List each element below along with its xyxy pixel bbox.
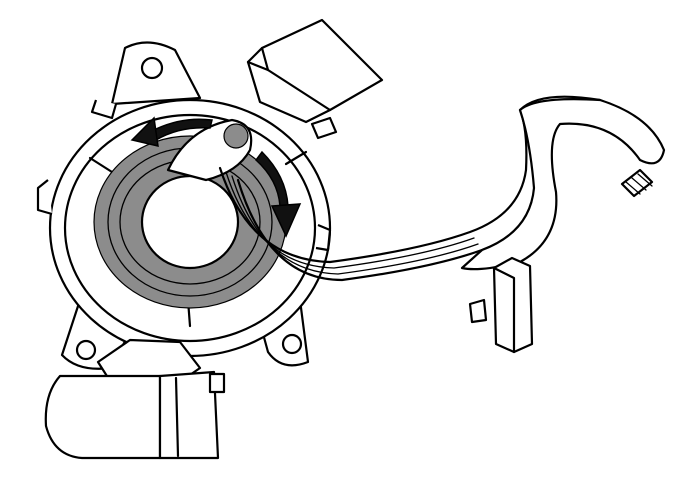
- arrow-head-clockwise: [270, 203, 302, 238]
- stud-thread-3: [637, 173, 653, 187]
- lower-connector-seam: [174, 376, 180, 458]
- lower-connector-shell: [44, 374, 162, 460]
- lower-right-mounting-ear: [260, 298, 310, 367]
- hub-lug-pin: [223, 123, 249, 149]
- rim-notch-left: [88, 156, 114, 174]
- threaded-stud: [620, 168, 654, 198]
- upper-locating-tab: [90, 99, 118, 120]
- right-locating-tab: [315, 223, 332, 252]
- pigtail-connector-lip: [246, 60, 270, 72]
- ribbon-cable: [218, 95, 666, 282]
- ribbon-strand-3: [231, 175, 479, 275]
- pigtail-connector-body: [246, 18, 384, 124]
- rotation-arrows: [130, 116, 302, 238]
- harness-connector-edge: [492, 266, 516, 354]
- ribbon-loop: [460, 98, 666, 271]
- top-ear-hole: [140, 56, 164, 80]
- lower-left-ear-hole: [75, 339, 97, 361]
- arrow-head-counterclockwise: [130, 116, 159, 147]
- top-mounting-ear: [110, 41, 202, 106]
- ribbon-strand-2: [225, 171, 475, 269]
- lower-right-ear-hole: [281, 333, 303, 355]
- harness-connector-clip: [468, 298, 488, 324]
- housing-rim: [63, 113, 317, 343]
- harness-connector: [468, 256, 534, 354]
- rim-notch-right: [284, 150, 308, 166]
- lower-connector-lock: [208, 372, 226, 394]
- left-locating-tab: [36, 179, 53, 216]
- mounting-tab: [44, 338, 226, 460]
- stud-thread-1: [625, 181, 641, 195]
- hub-center-bore: [140, 174, 240, 270]
- stud-thread-2: [631, 177, 647, 191]
- pigtail-connector-latch: [310, 116, 338, 140]
- pigtail-connector: [246, 18, 384, 140]
- arrow-shaft-counterclockwise: [148, 118, 213, 141]
- lower-connector-face: [158, 370, 220, 460]
